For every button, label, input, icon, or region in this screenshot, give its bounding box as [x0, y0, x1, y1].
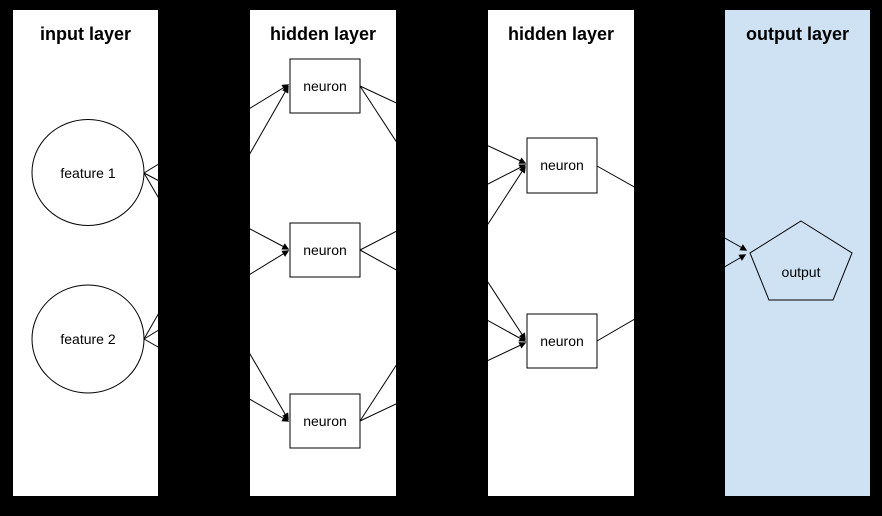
output-layer-title: output layer	[746, 24, 849, 44]
feature-2-label: feature 2	[60, 331, 115, 347]
edge-feature1-neuron2	[143, 172, 290, 250]
hidden-layer-2-panel	[488, 10, 634, 496]
edge-feature2-neuron2	[143, 250, 290, 340]
edge-feature2-neuron1	[143, 85, 289, 340]
hidden2-neuron-2-label: neuron	[540, 333, 584, 349]
edge-h1n3-h2n1	[359, 165, 526, 422]
edge-h2n1-output	[596, 165, 748, 251]
edge-h1n3-h2n2	[359, 342, 527, 422]
feature-2-node	[31, 284, 145, 394]
hidden2-neuron-1-node	[526, 137, 598, 194]
hidden-layer-2-title: hidden layer	[508, 24, 614, 44]
edge-h1n1-h2n1	[359, 85, 527, 164]
edge-feature1-neuron3	[143, 172, 289, 421]
edges-hidden1-to-hidden2	[359, 85, 527, 422]
edge-feature1-neuron1	[143, 84, 290, 174]
hidden1-neuron-1-node	[289, 58, 361, 114]
output-label: output	[782, 264, 821, 280]
edge-h1n1-h2n2	[359, 85, 526, 341]
input-layer-panel	[13, 10, 158, 496]
feature-1-label: feature 1	[60, 165, 115, 181]
hidden1-neuron-3-node	[289, 393, 361, 449]
edge-h1n2-h2n1	[359, 164, 527, 251]
hidden2-neuron-2-node	[526, 313, 598, 369]
hidden1-neuron-3-label: neuron	[303, 413, 347, 429]
hidden2-neuron-1-label: neuron	[540, 157, 584, 173]
hidden1-neuron-2-label: neuron	[303, 242, 347, 258]
input-layer-title: input layer	[40, 24, 131, 44]
feature-1-node	[31, 119, 145, 226]
output-node	[749, 220, 853, 301]
edge-h1n2-h2n2	[359, 249, 527, 342]
hidden1-neuron-2-node	[289, 222, 361, 278]
edges-hidden2-to-output	[596, 165, 748, 342]
hidden1-neuron-1-label: neuron	[303, 78, 347, 94]
edge-h2n2-output	[596, 254, 747, 342]
edges-input-to-hidden1	[143, 84, 290, 422]
edge-feature2-neuron3	[143, 338, 290, 422]
hidden-layer-1-title: hidden layer	[270, 24, 376, 44]
